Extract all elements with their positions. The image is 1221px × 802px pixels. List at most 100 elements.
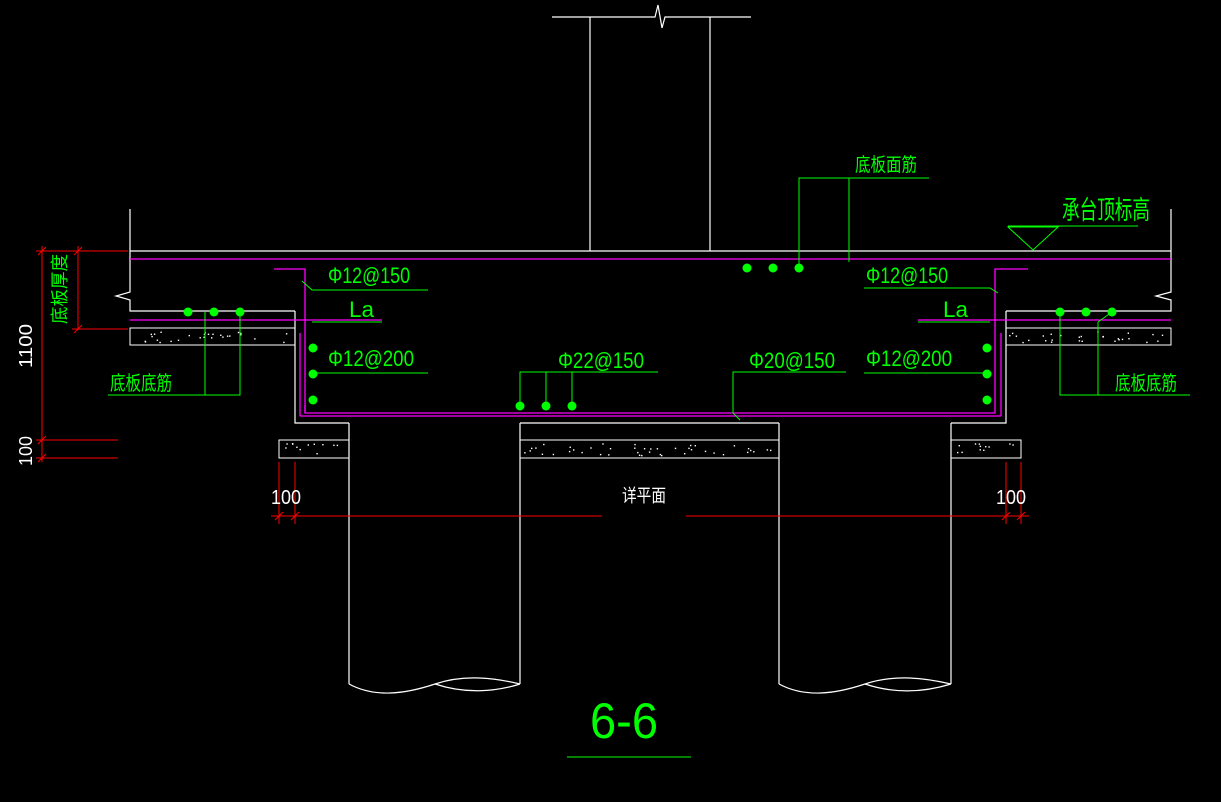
dim-cushion: 100 <box>16 436 36 466</box>
rebar-dot <box>794 263 804 273</box>
rebar-top-left-label: Φ12@150 <box>328 263 410 288</box>
hatch-speck <box>684 453 686 455</box>
hatch-speck <box>690 444 692 447</box>
hatch-speck <box>237 331 240 334</box>
hatch-speck <box>240 332 242 335</box>
hatch-speck <box>1011 332 1014 335</box>
hatch-speck <box>581 451 583 454</box>
la-right-label: La <box>943 297 969 322</box>
dimension-lines <box>36 246 1029 524</box>
hatch-speck <box>524 452 526 454</box>
hatch-speck <box>957 451 959 454</box>
hatch-speck <box>659 453 662 456</box>
hatch-speck <box>713 452 715 454</box>
hatch-speck <box>316 453 318 455</box>
rebar-bottom-main-label: Φ22@150 <box>558 348 644 373</box>
hatch-speck <box>753 451 755 453</box>
rebar-dot <box>982 369 992 379</box>
hatch-speck <box>285 333 288 335</box>
hatch-speck <box>609 448 612 450</box>
hatch-speck <box>643 448 646 450</box>
hatch-speck <box>1127 332 1129 334</box>
hatch-speck <box>1118 339 1120 341</box>
hatch-speck <box>1015 335 1018 337</box>
bottom-rebar-left-label: 底板底筋 <box>110 371 172 395</box>
cushion-hatch <box>144 331 1164 457</box>
hatch-speck <box>637 451 639 454</box>
rebar-dot <box>1055 307 1065 317</box>
hatch-speck <box>333 444 335 446</box>
hatch-speck <box>1128 338 1130 340</box>
hatch-speck <box>958 445 960 447</box>
cushion-layers <box>129 327 1172 459</box>
hatch-speck <box>1050 333 1052 335</box>
hatch-speck <box>531 447 533 450</box>
hatch-speck <box>978 443 981 445</box>
hatch-speck <box>688 447 690 450</box>
leader-lines <box>108 177 1190 421</box>
hatch-speck <box>1009 443 1011 445</box>
hatch-speck <box>634 447 636 449</box>
section-title: 6-6 <box>590 693 658 749</box>
hatch-speck <box>674 447 677 450</box>
hatch-speck <box>199 337 201 339</box>
hatch-speck <box>766 449 769 451</box>
rebar-dot <box>308 369 318 379</box>
rebar-dot <box>515 401 525 411</box>
hatch-speck <box>1050 341 1053 343</box>
hatch-speck <box>602 443 604 445</box>
hatch-speck <box>722 454 725 456</box>
hatch-speck <box>541 453 544 455</box>
rebar-dot <box>209 307 219 317</box>
dim-right-offset: 100 <box>996 487 1026 509</box>
hatch-speck <box>988 446 990 448</box>
hatch-speck <box>1152 333 1154 336</box>
hatch-speck <box>1146 341 1148 344</box>
rebar-bottom-second-label: Φ20@150 <box>749 348 835 373</box>
rebar-dot <box>183 307 193 317</box>
hatch-speck <box>220 334 222 336</box>
slab-thickness-label: 底板厚度 <box>50 254 71 324</box>
rebar-dot <box>768 263 778 273</box>
hatch-speck <box>974 443 977 445</box>
hatch-speck <box>291 443 294 445</box>
hatch-speck <box>1081 340 1083 342</box>
rebar-dot <box>1107 307 1117 317</box>
hatch-speck <box>150 333 152 336</box>
rebar-dot <box>541 401 551 411</box>
hatch-speck <box>188 334 190 337</box>
dim-left-offset: 100 <box>271 487 301 509</box>
hatch-speck <box>156 339 159 341</box>
hatch-speck <box>569 446 571 448</box>
rebar-top-right-label: Φ12@150 <box>866 263 948 288</box>
dim-total-depth: 1100 <box>16 324 36 368</box>
hatch-speck <box>1121 338 1124 341</box>
hatch-speck <box>212 333 214 335</box>
hatch-speck <box>641 454 643 457</box>
hatch-speck <box>1078 340 1081 342</box>
hatch-speck <box>1051 339 1053 341</box>
hatch-speck <box>207 333 210 335</box>
hatch-speck <box>1012 444 1014 446</box>
hatch-speck <box>1080 335 1082 338</box>
hatch-speck <box>1157 340 1159 342</box>
hatch-speck <box>226 335 229 337</box>
hatch-speck <box>648 451 651 453</box>
hatch-speck <box>222 336 224 338</box>
hatch-speck <box>552 453 555 456</box>
hatch-speck <box>299 448 301 451</box>
hatch-speck <box>1042 335 1044 337</box>
hatch-speck <box>1022 341 1024 344</box>
hatch-speck <box>296 446 298 448</box>
rebar-dot <box>742 263 752 273</box>
hatch-speck <box>1045 340 1047 342</box>
hatch-speck <box>983 449 985 451</box>
hatch-speck <box>535 447 537 449</box>
hatch-speck <box>733 445 736 447</box>
hatch-speck <box>151 335 153 338</box>
hatch-speck <box>590 447 592 449</box>
hatch-speck <box>747 451 749 454</box>
hatch-speck <box>283 341 285 344</box>
